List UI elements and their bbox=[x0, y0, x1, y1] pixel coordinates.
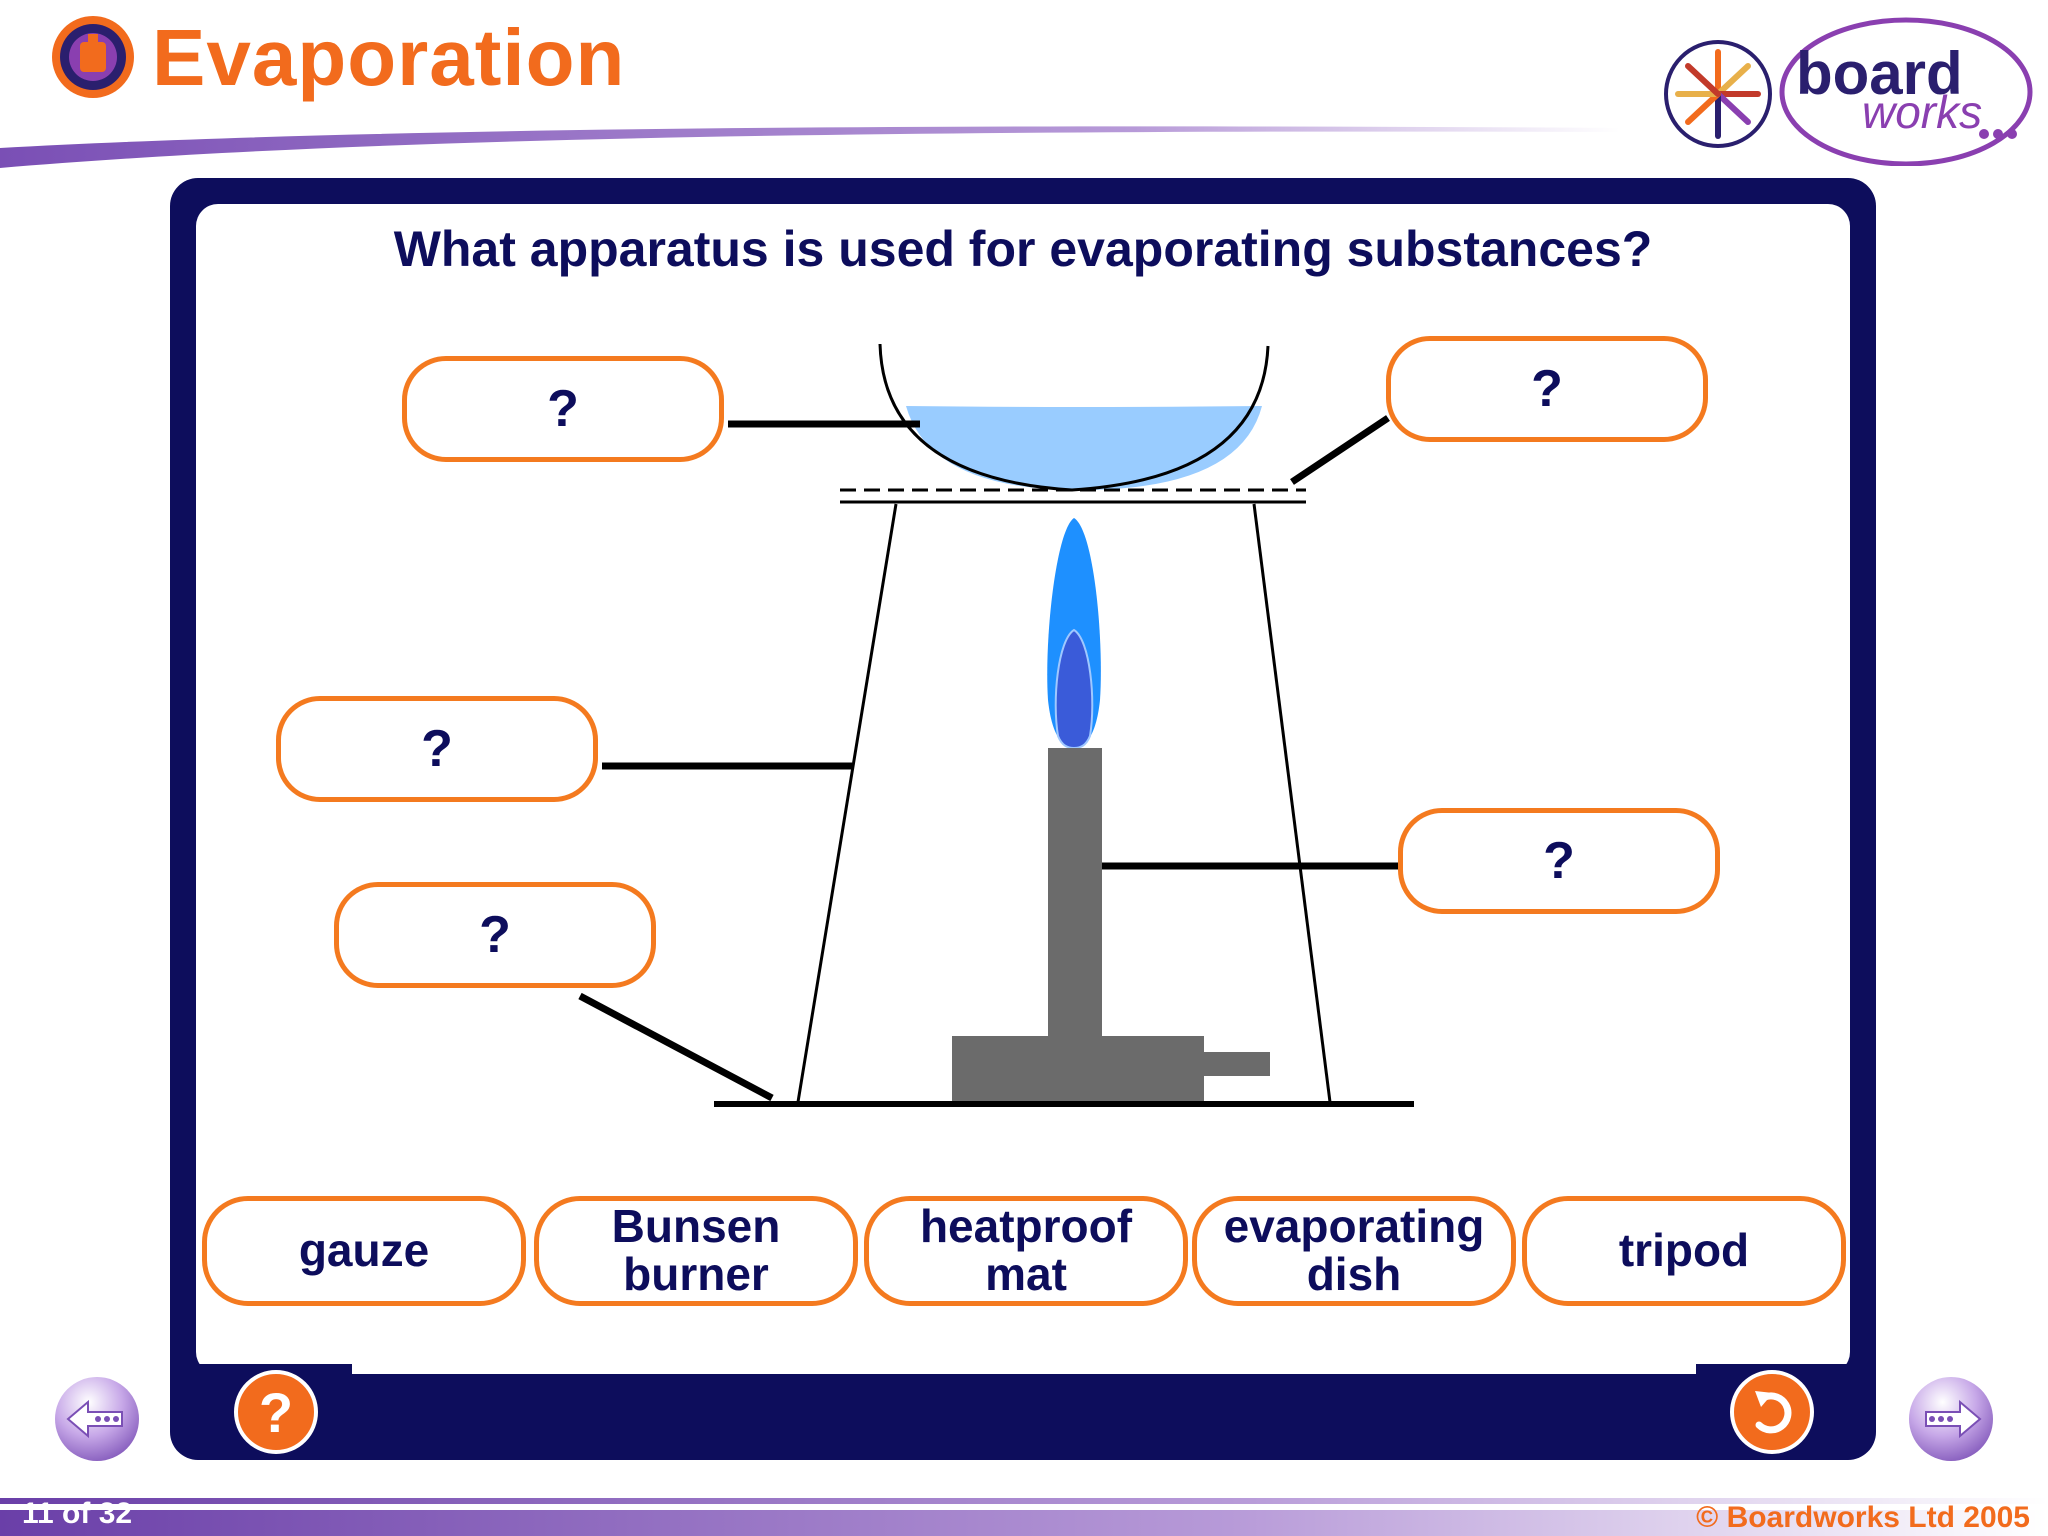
previous-slide-button[interactable] bbox=[52, 1374, 142, 1464]
label-target-burner[interactable]: ? bbox=[1398, 808, 1720, 914]
answer-line: burner bbox=[623, 1248, 769, 1300]
title-logo-icon bbox=[52, 16, 134, 98]
page-number: 11 of 32 bbox=[22, 1497, 133, 1530]
question-text: What apparatus is used for evaporating s… bbox=[393, 221, 1653, 277]
answer-line: mat bbox=[985, 1248, 1067, 1300]
undo-arrow-icon bbox=[1755, 1391, 1792, 1434]
boardworks-logo: board works bbox=[1656, 6, 2036, 167]
gauze-drawing bbox=[840, 488, 1306, 504]
label-target-mat[interactable]: ? bbox=[334, 882, 656, 988]
label-target-gauze[interactable]: ? bbox=[1386, 336, 1708, 442]
logo-graphic: board works bbox=[1664, 17, 2033, 167]
flame-drawing bbox=[1047, 518, 1101, 750]
answer-line: heatproof bbox=[919, 1200, 1133, 1253]
bunsen-burner-drawing bbox=[952, 748, 1270, 1104]
answer-line: tripod bbox=[1618, 1224, 1750, 1277]
answer-line: gauze bbox=[298, 1224, 430, 1277]
label-pointer-lines bbox=[578, 415, 1398, 1102]
arrow-left-icon bbox=[66, 1399, 123, 1439]
tripod-drawing bbox=[796, 503, 1332, 1103]
answer-tripod[interactable]: tripod bbox=[1522, 1196, 1846, 1306]
page-title: Evaporation bbox=[152, 13, 626, 102]
answer-gauze[interactable]: gauze bbox=[202, 1196, 526, 1306]
answer-line: Bunsen bbox=[611, 1200, 781, 1253]
next-slide-button[interactable] bbox=[1906, 1374, 1996, 1464]
header-divider bbox=[0, 126, 1620, 168]
footer-bar bbox=[0, 1498, 2048, 1536]
label-target-tripod[interactable]: ? bbox=[276, 696, 598, 802]
reset-button[interactable] bbox=[1730, 1370, 1814, 1454]
evaporating-dish-drawing bbox=[878, 343, 1270, 492]
copyright-text: © Boardworks Ltd 2005 bbox=[1696, 1501, 2030, 1534]
logo-text-works: works bbox=[1862, 86, 1982, 138]
answer-line: evaporating bbox=[1223, 1200, 1485, 1253]
label-target-dish[interactable]: ? bbox=[402, 356, 724, 462]
logo-text-board: board bbox=[1796, 40, 1963, 107]
help-button[interactable]: ? bbox=[234, 1370, 318, 1454]
answer-line: dish bbox=[1306, 1248, 1402, 1300]
arrow-right-icon bbox=[1925, 1399, 1982, 1439]
